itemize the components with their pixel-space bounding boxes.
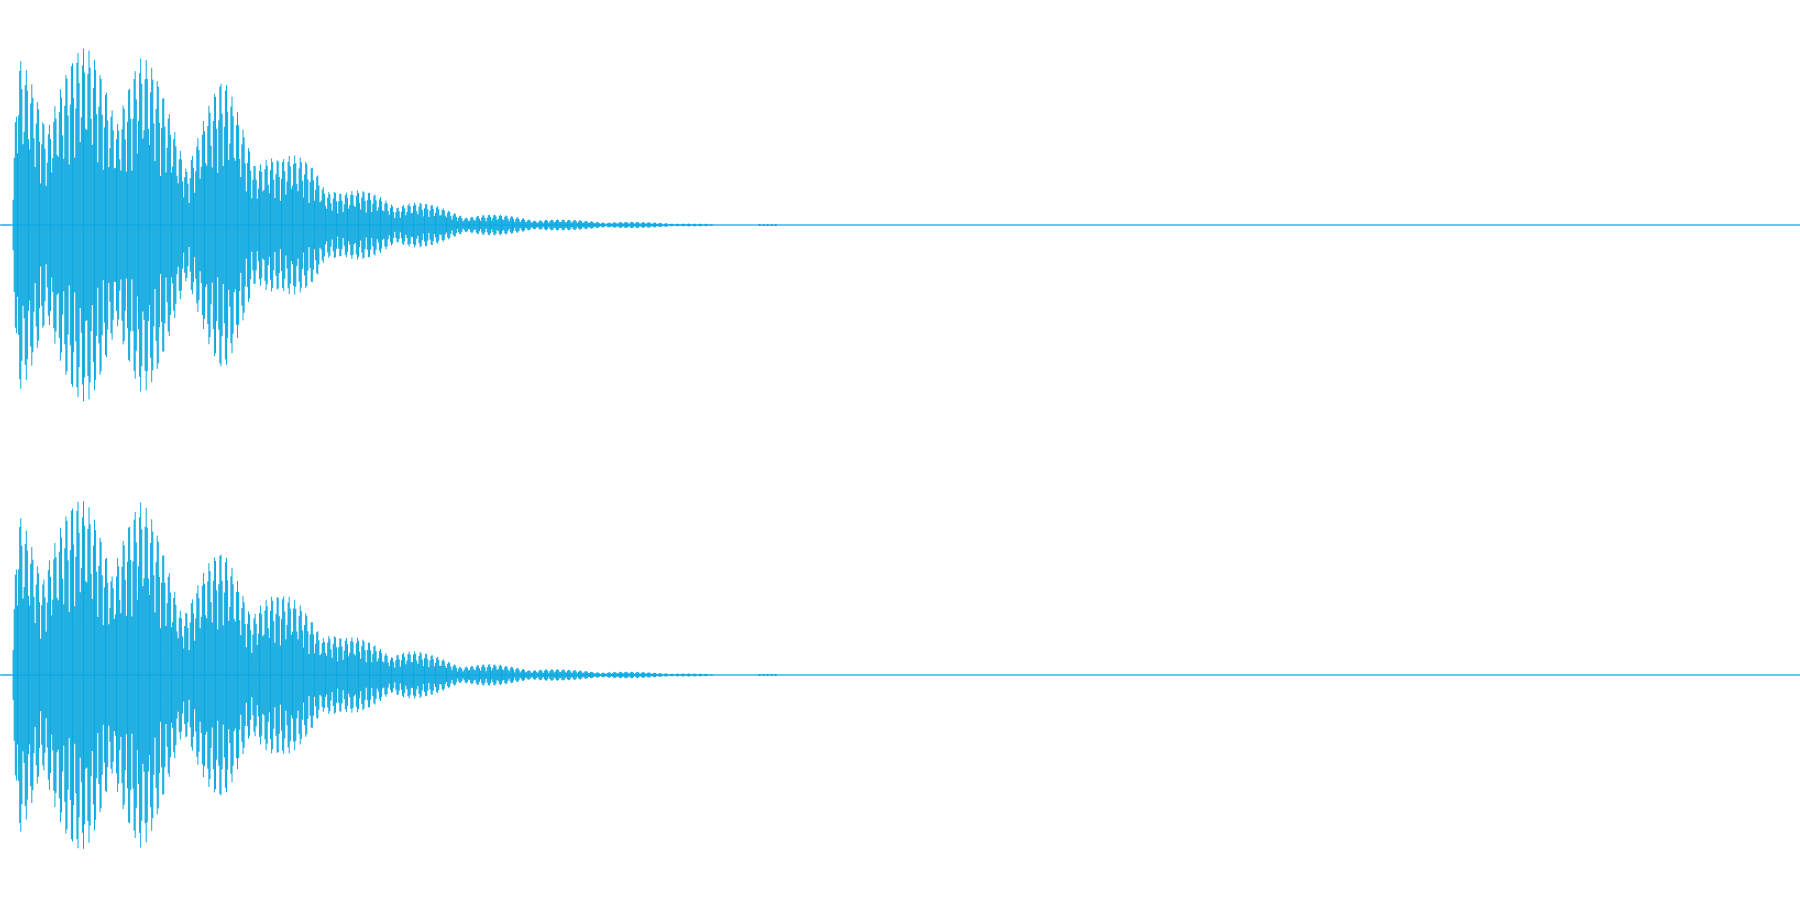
waveform-trace [12,501,724,849]
waveform-trace [12,48,724,402]
waveform-channel-2 [0,501,1800,849]
waveform-samples [12,48,724,402]
waveform-channel-1 [0,48,1800,402]
waveform-samples [12,501,724,849]
